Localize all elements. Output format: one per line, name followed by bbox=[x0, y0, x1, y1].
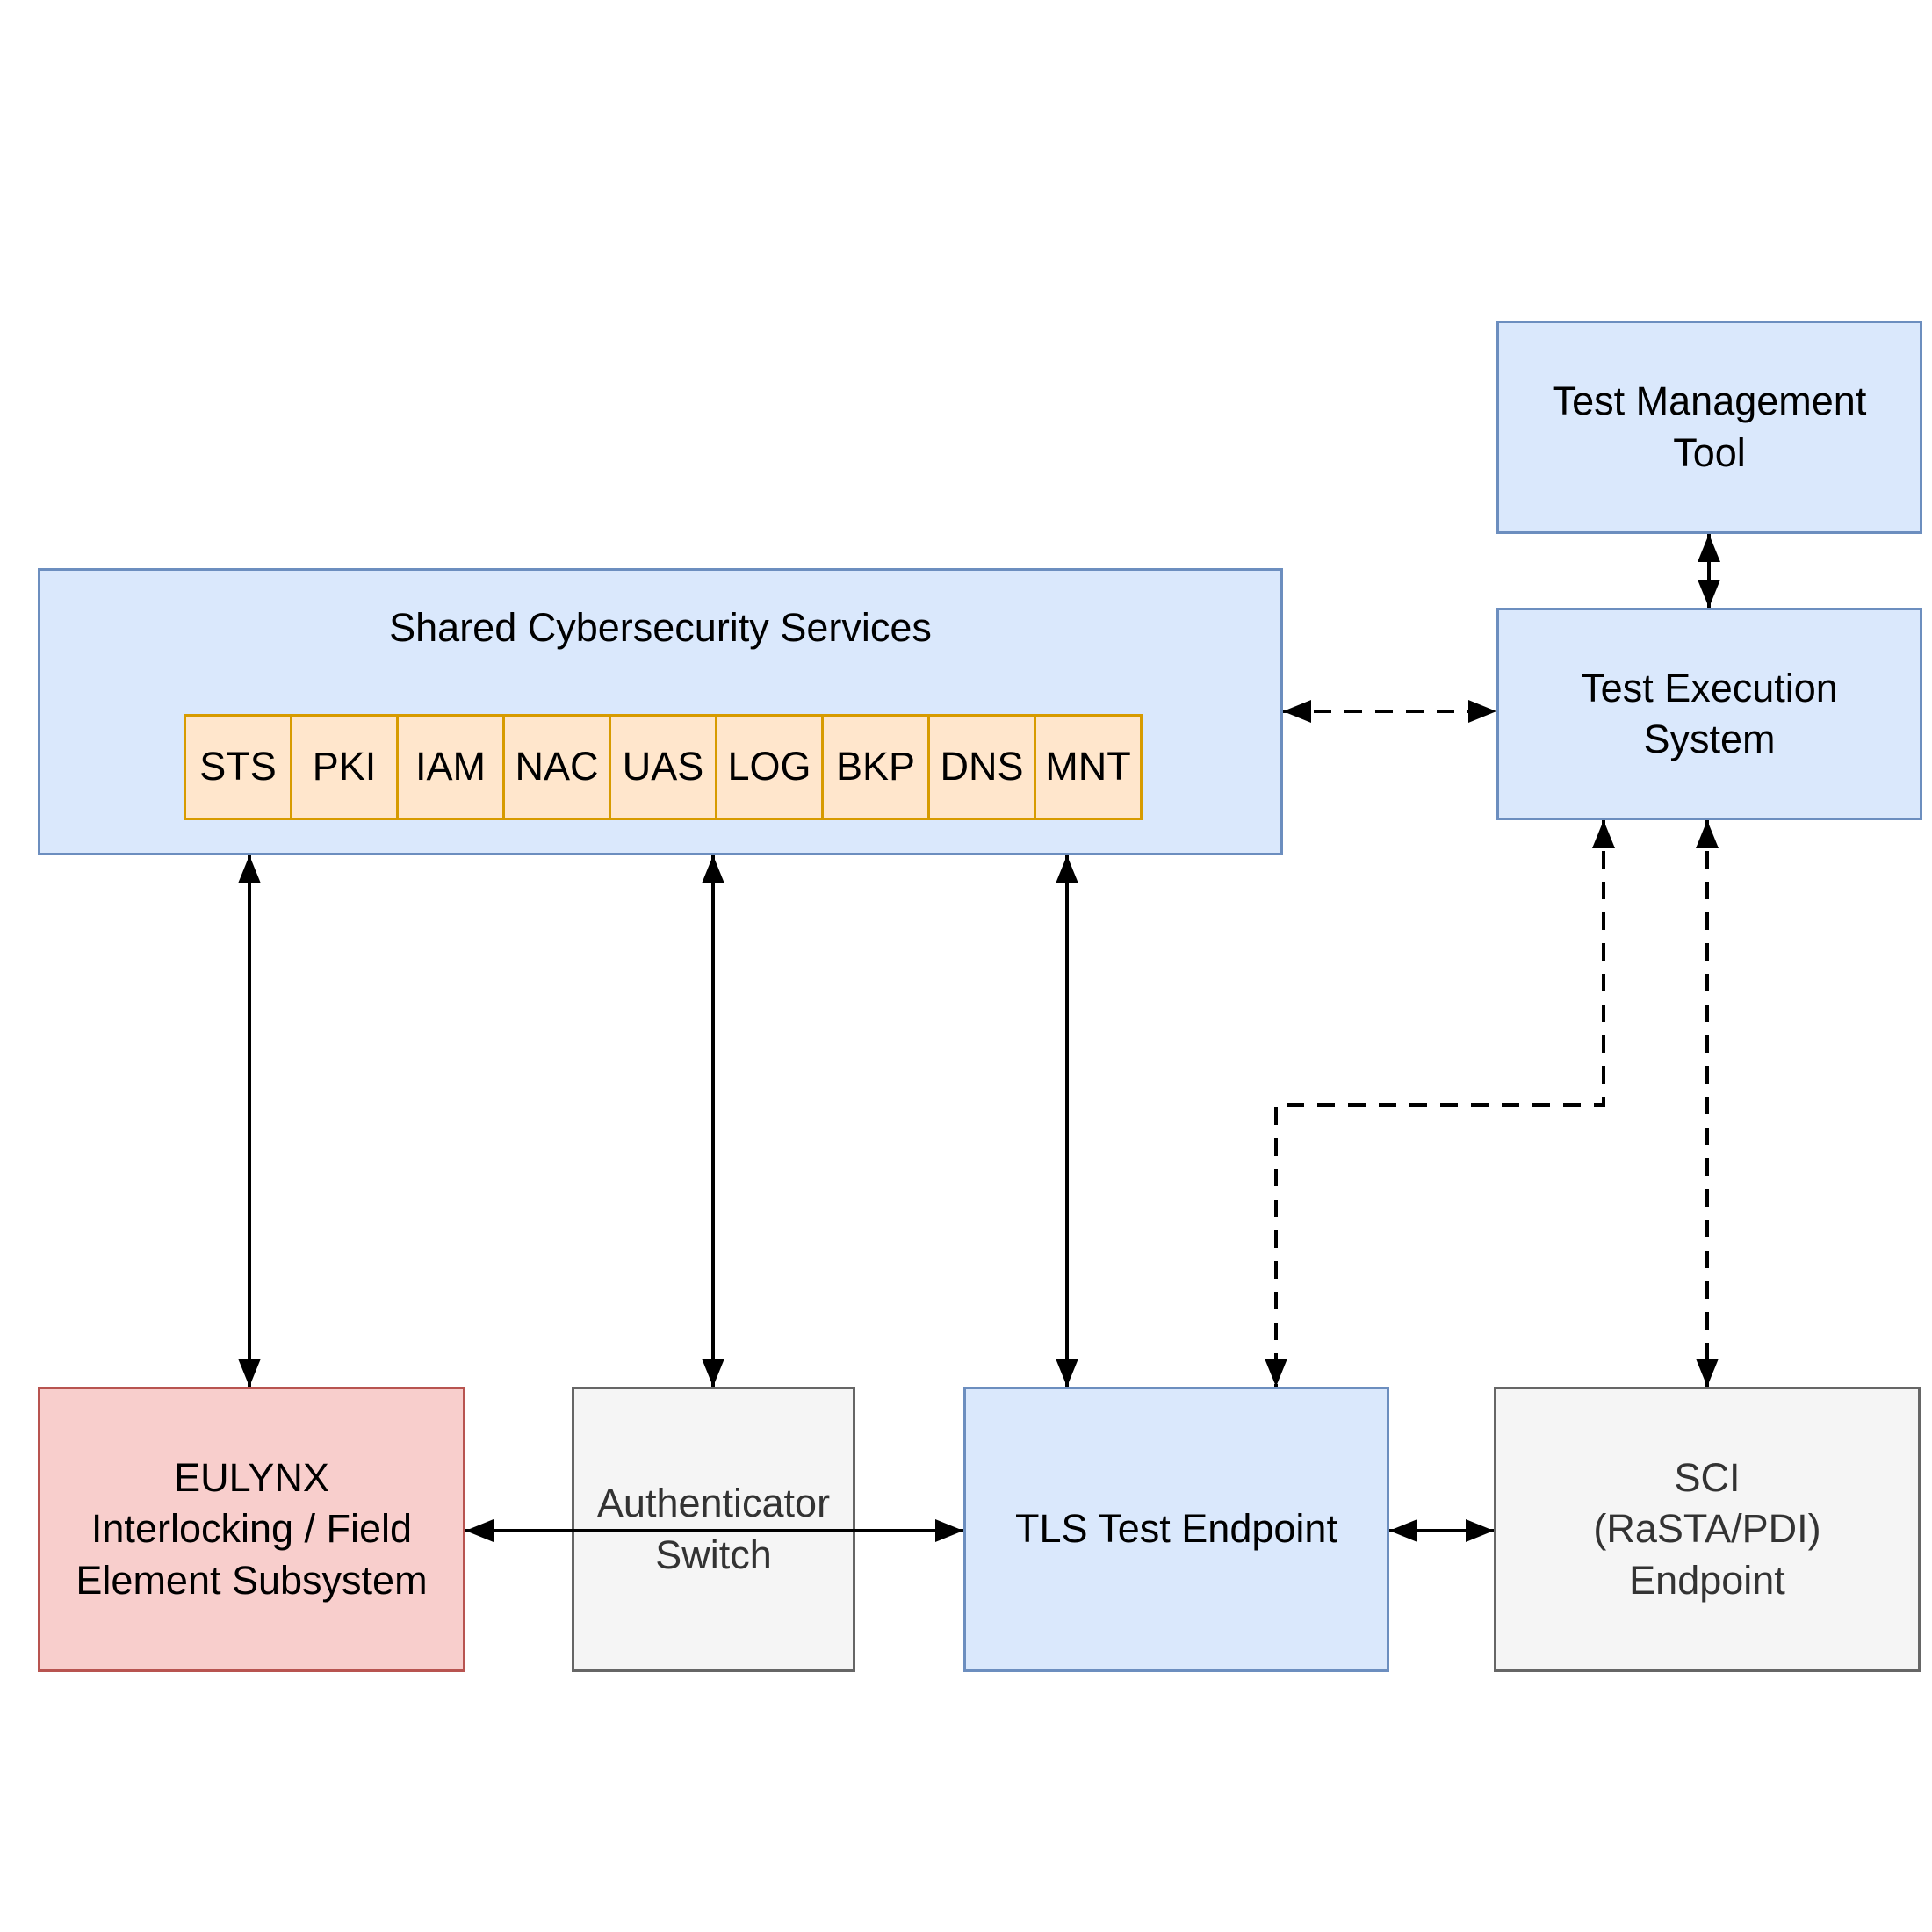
service-box: BKP bbox=[821, 714, 930, 820]
node-shared-cybersecurity-services: Shared Cybersecurity Services STS PKI IA… bbox=[38, 568, 1283, 855]
sci-endpoint-label: SCI (RaSTA/PDI) Endpoint bbox=[1593, 1454, 1821, 1603]
node-tls-test-endpoint: TLS Test Endpoint bbox=[963, 1387, 1389, 1672]
node-test-execution-system: Test Execution System bbox=[1496, 608, 1922, 820]
service-label: LOG bbox=[727, 744, 811, 789]
service-box: STS bbox=[184, 714, 292, 820]
service-label: IAM bbox=[415, 744, 486, 789]
node-eulynx-subsystem: EULYNX Interlocking / Field Element Subs… bbox=[38, 1387, 465, 1672]
test-execution-system-label: Test Execution System bbox=[1581, 665, 1838, 762]
service-box: DNS bbox=[927, 714, 1036, 820]
node-sci-endpoint: SCI (RaSTA/PDI) Endpoint bbox=[1494, 1387, 1921, 1672]
service-box: LOG bbox=[715, 714, 824, 820]
tls-test-endpoint-label: TLS Test Endpoint bbox=[1015, 1506, 1337, 1552]
service-box: UAS bbox=[609, 714, 717, 820]
service-label: STS bbox=[199, 744, 277, 789]
shared-cybersecurity-services-title: Shared Cybersecurity Services bbox=[389, 605, 932, 650]
service-box: PKI bbox=[290, 714, 399, 820]
service-label: MNT bbox=[1045, 744, 1131, 789]
node-test-management-tool: Test Management Tool bbox=[1496, 321, 1922, 534]
service-label: DNS bbox=[940, 744, 1024, 789]
service-label: NAC bbox=[515, 744, 599, 789]
authenticator-switch-label: Authenticator Switch bbox=[596, 1481, 831, 1577]
test-management-tool-label: Test Management Tool bbox=[1552, 378, 1867, 475]
arrow-test-execution-to-tls-endpoint bbox=[1265, 820, 1615, 1387]
service-box: NAC bbox=[502, 714, 611, 820]
shared-services-row: STS PKI IAM NAC UAS LOG BKP DNS MNT bbox=[184, 714, 1143, 820]
node-authenticator-switch: Authenticator Switch bbox=[572, 1387, 855, 1672]
service-box: IAM bbox=[396, 714, 505, 820]
service-label: UAS bbox=[622, 744, 704, 789]
eulynx-subsystem-label: EULYNX Interlocking / Field Element Subs… bbox=[76, 1454, 428, 1603]
service-box: MNT bbox=[1034, 714, 1143, 820]
service-label: PKI bbox=[312, 744, 377, 789]
service-label: BKP bbox=[835, 744, 916, 789]
